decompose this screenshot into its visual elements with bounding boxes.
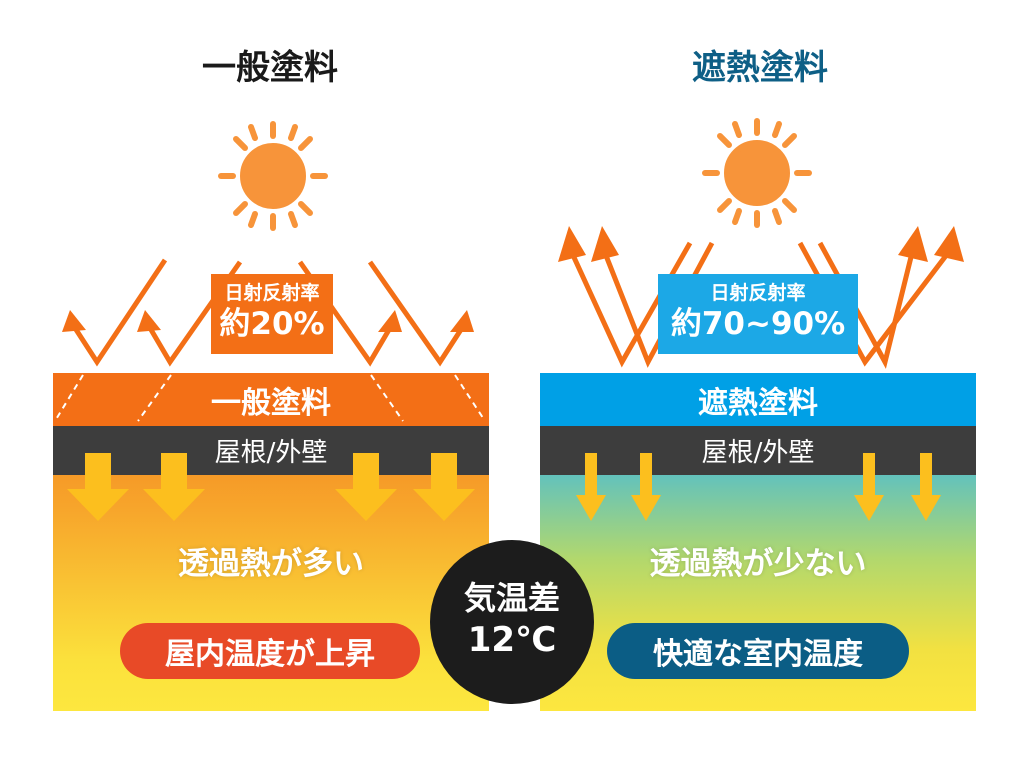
temperature-difference-circle: 気温差 12℃ bbox=[430, 540, 594, 704]
left-result-pill: 屋内温度が上昇 bbox=[120, 623, 420, 679]
right-coating-layer: 遮熱塗料 bbox=[540, 373, 976, 426]
left-coating-layer: 一般塗料 bbox=[53, 373, 489, 426]
right-heat-text: 透過熱が少ない bbox=[649, 546, 867, 582]
right-panel: 遮熱塗料 屋根/外壁 透過熱が少ない 快適な室内温度 bbox=[540, 373, 976, 711]
right-roof-label: 屋根/外壁 bbox=[701, 438, 815, 468]
right-roof-layer: 屋根/外壁 bbox=[540, 426, 976, 475]
heat-down-arrows-small bbox=[576, 453, 941, 521]
right-result-pill: 快適な室内温度 bbox=[607, 623, 909, 679]
heat-down-arrows bbox=[67, 453, 475, 521]
temperature-difference-value: 12℃ bbox=[467, 620, 557, 660]
temperature-difference-label: 気温差 bbox=[463, 579, 560, 617]
left-heat-text: 透過熱が多い bbox=[178, 546, 364, 582]
left-title: 一般塗料 bbox=[202, 48, 338, 88]
reflect-arrow-icon bbox=[62, 310, 474, 332]
left-roof-label: 屋根/外壁 bbox=[214, 438, 328, 468]
right-reflect-label: 日射反射率 bbox=[710, 282, 806, 304]
right-coating-label: 遮熱塗料 bbox=[698, 385, 818, 421]
sun-icon bbox=[702, 118, 812, 228]
right-reflect-value: 約70~90% bbox=[670, 306, 846, 342]
right-reflectance-badge: 日射反射率 約70~90% bbox=[658, 274, 858, 354]
left-roof-layer: 屋根/外壁 bbox=[53, 426, 489, 475]
left-reflectance-badge: 日射反射率 約20% bbox=[211, 274, 333, 354]
sun-icon bbox=[218, 121, 328, 231]
left-reflect-label: 日射反射率 bbox=[224, 282, 320, 304]
coating-crack-lines bbox=[54, 374, 486, 422]
left-reflect-value: 約20% bbox=[219, 306, 325, 342]
left-coating-label: 一般塗料 bbox=[211, 385, 331, 421]
left-panel: 一般塗料 屋根/外壁 透過熱が多い 屋内温度が上昇 bbox=[53, 373, 489, 711]
reflect-arrow-icon bbox=[558, 226, 964, 262]
right-title: 遮熱塗料 bbox=[692, 48, 828, 88]
